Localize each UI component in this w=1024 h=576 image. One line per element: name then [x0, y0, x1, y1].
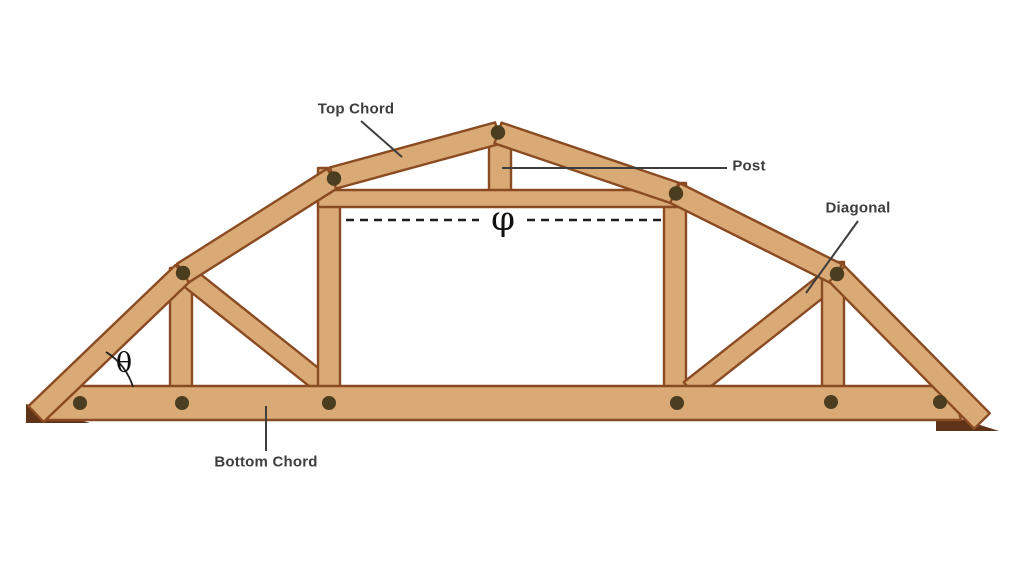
- bolt-bottom-3: [322, 396, 336, 410]
- left-diagonal-member: [175, 264, 338, 399]
- diagonal-label: Diagonal: [825, 199, 891, 217]
- bolt-bottom-2: [175, 396, 189, 410]
- post-label: Post: [732, 157, 766, 175]
- top-chord-segment-2: [175, 167, 341, 284]
- phi-span-symbol: φ: [491, 199, 515, 239]
- bolt-joint-mid-right: [668, 186, 684, 201]
- bolt-bottom-4: [670, 396, 684, 410]
- bolt-bottom-1: [73, 396, 87, 410]
- top-chord-segment-5: [668, 181, 844, 285]
- mid-right-post-member: [662, 181, 688, 398]
- top-chord-leader-line: [360, 120, 403, 158]
- bolt-joint-left: [175, 265, 191, 281]
- bolt-bottom-6: [933, 395, 947, 409]
- theta-angle-arc: [105, 351, 134, 388]
- top-chord-label: Top Chord: [317, 100, 395, 118]
- theta-angle-symbol: θ: [115, 347, 133, 379]
- bolt-joint-peak: [490, 125, 506, 140]
- bolt-joint-right: [829, 266, 845, 282]
- right-diagonal-member: [682, 264, 845, 400]
- diagonal-leader-line: [805, 220, 859, 294]
- top-chord-segment-3: [328, 121, 503, 190]
- bolt-bottom-5: [824, 395, 838, 409]
- bolt-joint-mid-left: [326, 171, 342, 186]
- bottom-chord-label: Bottom Chord: [214, 453, 318, 471]
